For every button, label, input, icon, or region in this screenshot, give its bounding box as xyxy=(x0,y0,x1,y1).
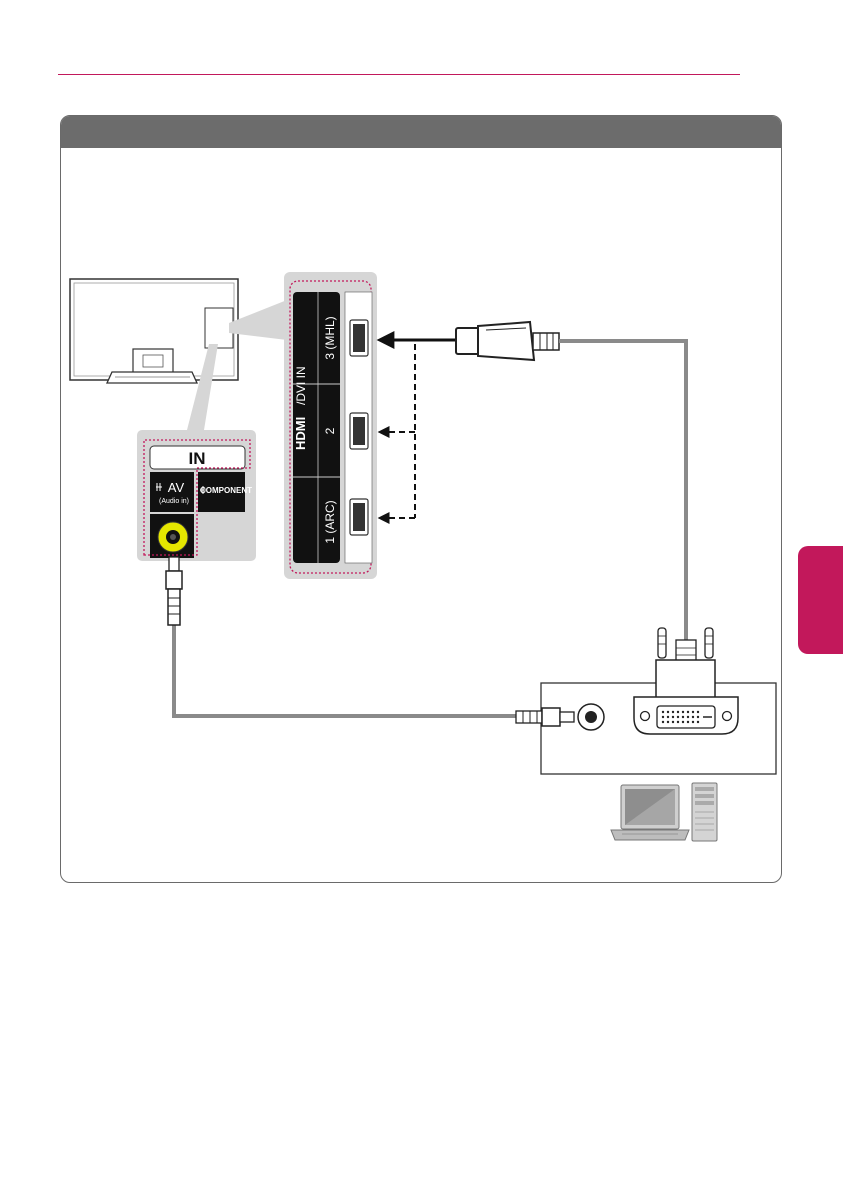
hdmi-logo: HDMI xyxy=(293,417,308,450)
laptop-icon xyxy=(611,785,689,840)
dvi-plug-icon xyxy=(634,628,738,734)
hdmi-input-panel: HDMI /DVI IN 3 (MHL) 2 1 (ARC) xyxy=(284,272,377,579)
hdmi-panel-title: /DVI IN xyxy=(294,366,308,405)
audio-in-label: (Audio in) xyxy=(159,498,189,505)
port-label-2: 2 xyxy=(323,427,337,434)
hdmi-port-3[interactable] xyxy=(350,320,368,356)
hdmi-port-2[interactable] xyxy=(350,413,368,449)
component-label: COMPONENT xyxy=(200,486,252,495)
av-jack[interactable] xyxy=(150,514,194,558)
av-label: AV xyxy=(168,480,185,495)
pc-audio-jack[interactable] xyxy=(578,704,604,730)
hdmi-port-1[interactable] xyxy=(350,499,368,535)
connection-arrows xyxy=(380,340,456,518)
audio-plug-icon xyxy=(166,557,182,625)
hdmi-plug-icon xyxy=(456,322,559,360)
desktop-tower-icon xyxy=(692,783,717,841)
port-label-1: 1 (ARC) xyxy=(323,500,337,543)
av-input-panel: IN AV (Audio in) COMPONENT xyxy=(137,430,256,561)
audio-cable xyxy=(174,625,516,716)
av-panel-title: IN xyxy=(189,449,206,468)
port-label-3: 3 (MHL) xyxy=(323,316,337,359)
hdmi-dvi-cable xyxy=(559,341,686,640)
